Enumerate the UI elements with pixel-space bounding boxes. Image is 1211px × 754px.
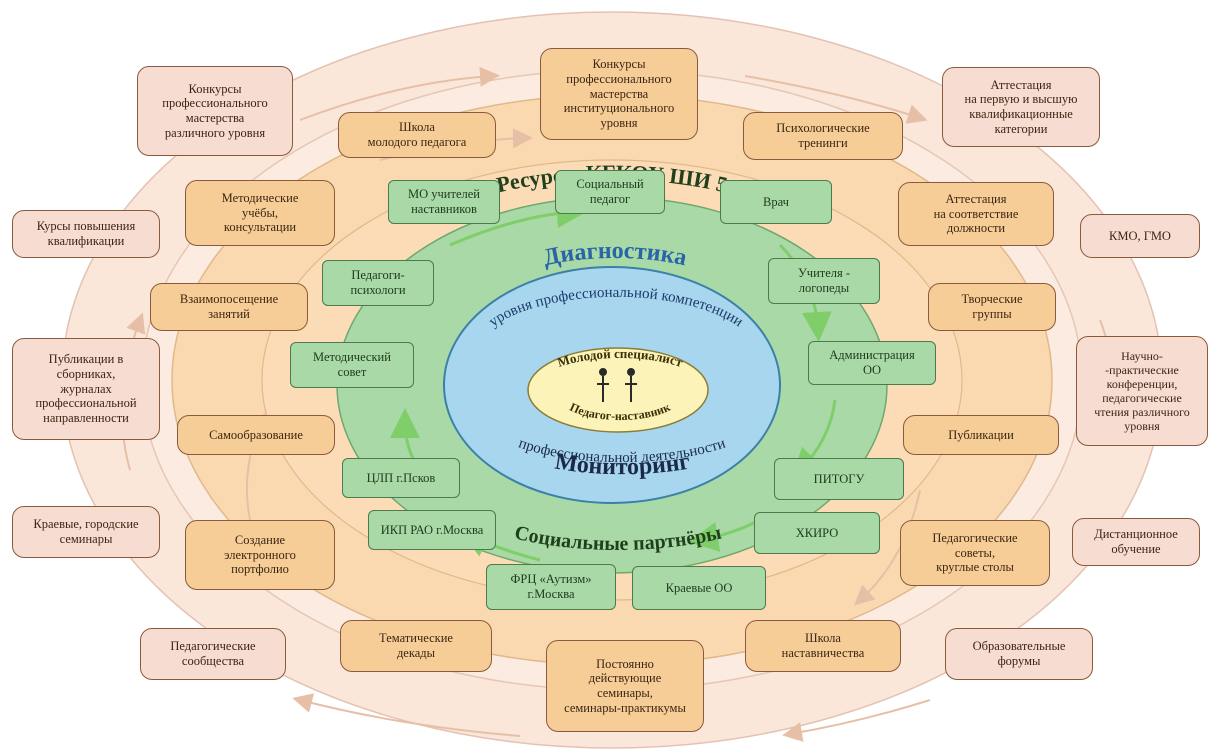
outer-item-educational-forums: Образовательные форумы: [945, 628, 1093, 680]
middle-item-mentorship-school: Школа наставничества: [745, 620, 901, 672]
inner-item-methodical-council: Методический совет: [290, 342, 414, 388]
outer-arrow-top-right: [744, 75, 928, 124]
middle-item-thematic-decades: Тематические декады: [340, 620, 492, 672]
inner-item-regional-oo: Краевые ОО: [632, 566, 766, 610]
inner-item-doctor: Врач: [720, 180, 832, 224]
outer-arrow-bottom-right: [782, 699, 931, 742]
outer-item-regional-seminars: Краевые, городские семинары: [12, 506, 160, 558]
center-ellipse: [527, 347, 709, 433]
inner-item-hkiro: ХКИРО: [754, 512, 880, 554]
middle-item-permanent-seminars: Постоянно действующие семинары, семинары…: [546, 640, 704, 732]
inner-item-pitogu: ПИТОГУ: [774, 458, 904, 500]
outer-item-attestation-categories: Аттестация на первую и высшую квалификац…: [942, 67, 1100, 147]
outer-item-kmo-gmo: КМО, ГМО: [1080, 214, 1200, 258]
middle-item-attestation-position: Аттестация на соответствие должности: [898, 182, 1054, 246]
outer-arrow-top-left: [299, 66, 500, 121]
inner-item-ikp-rao: ИКП РАО г.Москва: [368, 510, 496, 550]
outer-item-qualification-courses: Курсы повышения квалификации: [12, 210, 160, 258]
outer-item-distance-learning: Дистанционное обучение: [1072, 518, 1200, 566]
middle-item-creative-groups: Творческие группы: [928, 283, 1056, 331]
inner-item-psychologists: Педагоги- психологи: [322, 260, 434, 306]
people-pair-icon: [597, 368, 637, 402]
outer-item-publications-journals: Публикации в сборниках, журналах професс…: [12, 338, 160, 440]
inner-item-frc-autism: ФРЦ «Аутизм» г.Москва: [486, 564, 616, 610]
outer-item-scientific-conferences: Научно- -практические конференции, педаг…: [1076, 336, 1208, 446]
inner-item-administration: Администрация ОО: [808, 341, 936, 385]
middle-item-self-education: Самообразование: [177, 415, 335, 455]
outer-item-contests-various-level: Конкурсы профессионального мастерства ра…: [137, 66, 293, 156]
middle-item-psychological-trainings: Психологические тренинги: [743, 112, 903, 160]
middle-item-young-teacher-school: Школа молодого педагога: [338, 112, 496, 158]
middle-item-pedagogical-councils: Педагогические советы, круглые столы: [900, 520, 1050, 586]
outer-arrow-bottom-left: [292, 693, 521, 737]
middle-item-mutual-visits: Взаимопосещение занятий: [150, 283, 308, 331]
inner-item-speech-therapists: Учителя - логопеды: [768, 258, 880, 304]
middle-arrow-right: [854, 489, 921, 606]
outer-item-pedagogical-communities: Педагогические сообщества: [140, 628, 286, 680]
middle-item-electronic-portfolio: Создание электронного портфолио: [185, 520, 335, 590]
inner-item-clp-pskov: ЦЛП г.Псков: [342, 458, 460, 498]
middle-item-publications: Публикации: [903, 415, 1059, 455]
middle-item-methodical-trainings: Методические учёбы, консультации: [185, 180, 335, 246]
middle-item-contests-institutional: Конкурсы профессионального мастерства ин…: [540, 48, 698, 140]
inner-item-mo-mentor-teachers: МО учителей наставников: [388, 180, 500, 224]
inner-item-social-pedagogue: Социальный педагог: [555, 170, 665, 214]
